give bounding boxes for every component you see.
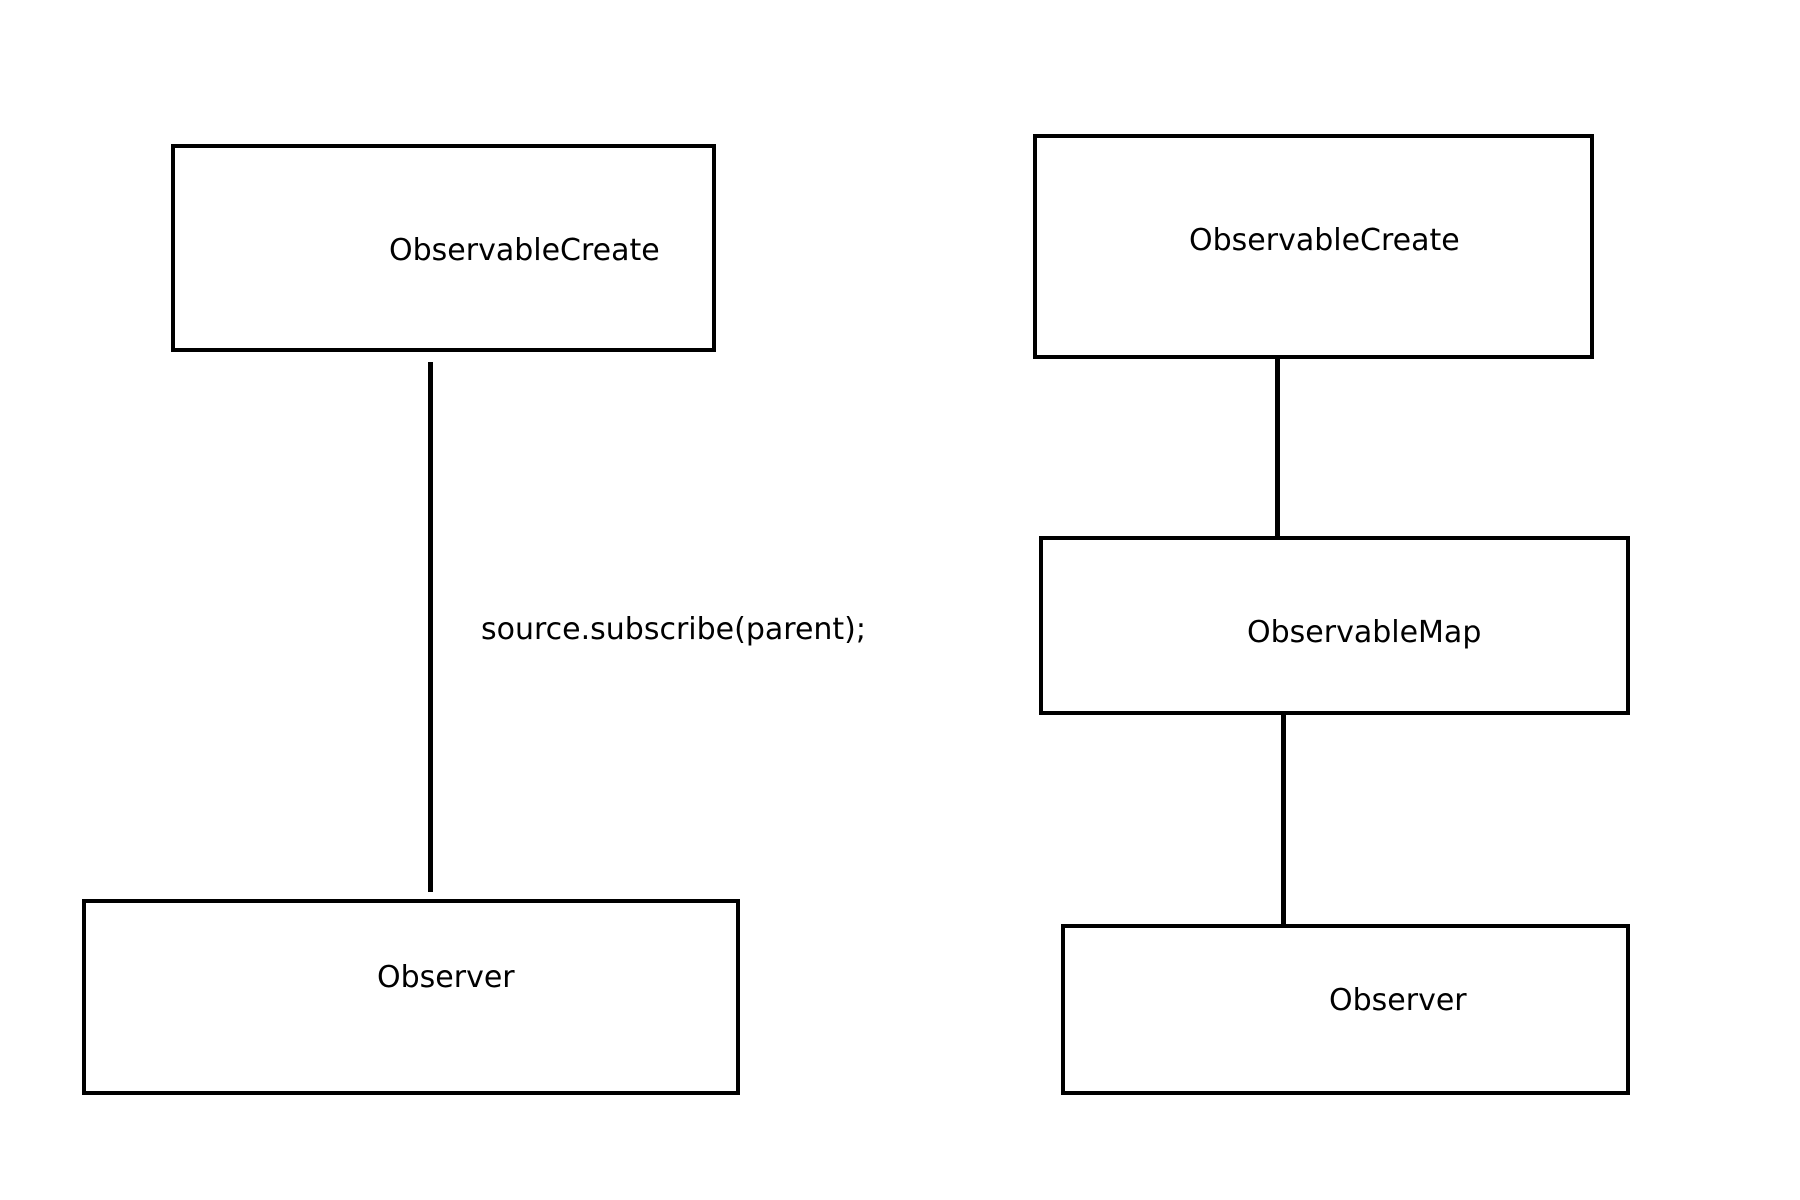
right-observable-map-box: ObservableMap (1039, 536, 1630, 715)
subscribe-annotation: source.subscribe(parent); (481, 612, 866, 647)
left-observer-box: Observer (82, 899, 740, 1095)
left-observable-create-label: ObservableCreate (389, 233, 660, 268)
left-connector-line (428, 362, 433, 892)
left-observer-label: Observer (377, 960, 515, 995)
right-lower-connector-line (1281, 715, 1286, 925)
right-observable-map-label: ObservableMap (1247, 615, 1482, 650)
right-observable-create-label: ObservableCreate (1189, 223, 1460, 258)
right-observer-box: Observer (1061, 924, 1630, 1095)
right-upper-connector-line (1275, 359, 1280, 537)
right-observer-label: Observer (1329, 983, 1467, 1018)
right-observable-create-box: ObservableCreate (1033, 134, 1594, 359)
left-observable-create-box: ObservableCreate (171, 144, 716, 352)
